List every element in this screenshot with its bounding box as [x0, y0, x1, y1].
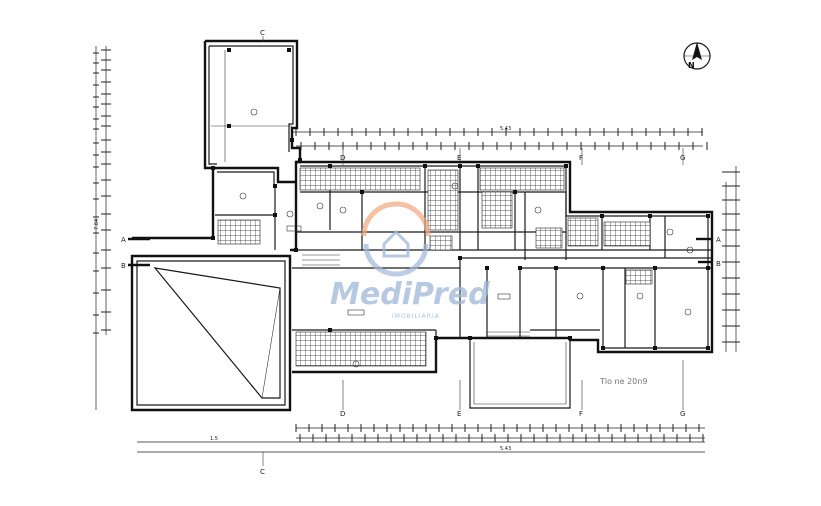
axis-label-b-left: B — [121, 262, 126, 270]
column-marker — [211, 166, 215, 170]
handwritten-note: Tlo ne 20n9 — [599, 377, 647, 386]
watermark-brand: MediPred — [330, 277, 490, 312]
axis-label-g-bottom: G — [680, 410, 685, 418]
column-marker — [564, 164, 568, 168]
column-marker — [706, 266, 710, 270]
column-marker — [227, 124, 231, 128]
column-marker — [706, 346, 710, 350]
axis-label-b-right: B — [716, 260, 721, 268]
column-marker — [458, 164, 462, 168]
column-marker — [476, 164, 480, 168]
column-marker — [227, 48, 231, 52]
column-marker — [648, 214, 652, 218]
column-marker — [211, 236, 215, 240]
structural-columns — [211, 48, 710, 350]
column-marker — [601, 346, 605, 350]
axis-label-e-bottom: E — [457, 410, 461, 418]
medipred-watermark: MediPred IMOBILIARIA — [330, 201, 490, 320]
axis-markers: C C D D E E F F G G A A B B — [121, 29, 721, 476]
north-label: N — [688, 61, 695, 70]
north-arrow: N — [683, 42, 711, 70]
column-marker — [290, 138, 294, 142]
column-marker — [706, 214, 710, 218]
column-marker — [458, 256, 462, 260]
axis-label-c-top: C — [260, 29, 265, 37]
column-marker — [298, 158, 302, 162]
column-marker — [518, 266, 522, 270]
axis-label-a-left: A — [121, 236, 126, 244]
tiled-areas — [217, 167, 653, 367]
column-marker — [328, 328, 332, 332]
axis-label-d-top: D — [340, 154, 345, 162]
room-markers — [239, 108, 694, 368]
dimension-lines: 7.84 5.43 5.43 1.5 — [93, 46, 740, 453]
axis-label-d-bottom: D — [340, 410, 345, 418]
column-marker — [294, 248, 298, 252]
column-marker — [554, 266, 558, 270]
svg-text:1.5: 1.5 — [210, 436, 218, 442]
watermark-tagline: IMOBILIARIA — [392, 313, 440, 320]
column-marker — [568, 336, 572, 340]
column-marker — [273, 184, 277, 188]
column-marker — [287, 48, 291, 52]
building-walls — [130, 39, 714, 412]
column-marker — [513, 190, 517, 194]
svg-text:5.43: 5.43 — [500, 446, 511, 452]
column-marker — [468, 336, 472, 340]
column-marker — [653, 346, 657, 350]
column-marker — [601, 266, 605, 270]
column-marker — [485, 266, 489, 270]
column-marker — [434, 336, 438, 340]
column-marker — [360, 190, 364, 194]
column-marker — [423, 164, 427, 168]
column-marker — [273, 213, 277, 217]
column-marker — [600, 214, 604, 218]
axis-label-a-right: A — [716, 236, 721, 244]
svg-text:5.43: 5.43 — [500, 126, 511, 132]
axis-label-e-top: E — [457, 154, 461, 162]
svg-text:7.84: 7.84 — [94, 219, 100, 230]
axis-label-f-top: F — [579, 154, 583, 162]
axis-label-f-bottom: F — [579, 410, 583, 418]
axis-label-c-bottom: C — [260, 468, 265, 476]
column-marker — [653, 266, 657, 270]
column-marker — [328, 164, 332, 168]
house-logo-icon — [361, 201, 431, 277]
